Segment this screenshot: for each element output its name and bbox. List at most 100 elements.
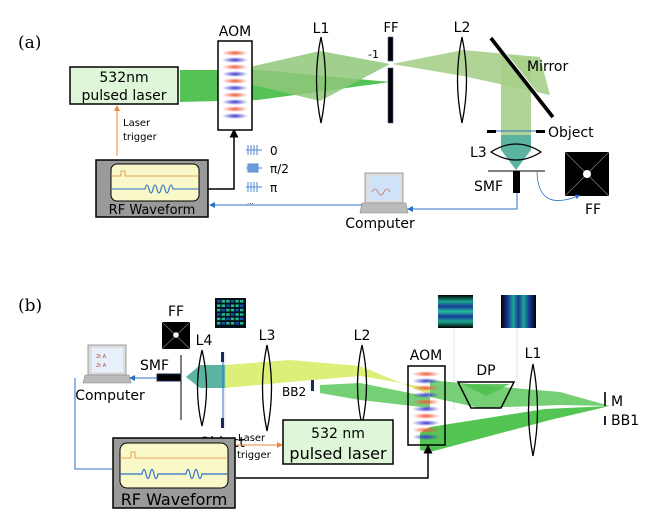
beam-block-2-label: BB2 (282, 385, 306, 399)
panel-a-laser: 532nm pulsed laser (69, 66, 179, 105)
lens-l2-label: L2 (354, 328, 371, 344)
laser-trigger-line1: Laser (123, 118, 151, 129)
beam-laser-in (420, 406, 610, 452)
panel-b-laser: 532 nm pulsed laser (282, 419, 394, 465)
object-pattern-cell (230, 313, 235, 316)
lens-l3-label: L3 (259, 328, 276, 344)
object-pattern-cell (240, 322, 244, 325)
aom-grating-band (412, 392, 440, 398)
object-pattern-cell (217, 317, 221, 321)
smf-fiber (156, 373, 182, 382)
object-pattern-cell (240, 304, 244, 307)
object-pattern-cell (226, 322, 230, 325)
phase-more: ... (247, 198, 254, 206)
object-pattern-cell (230, 317, 235, 321)
object-pattern-cell (240, 308, 244, 312)
lens-l3 (261, 344, 273, 432)
smf-label: SMF (140, 358, 169, 374)
aom-grating-band (412, 420, 440, 426)
phase-list: 0 π/2 π ... (246, 144, 289, 206)
object-pattern-image (215, 298, 246, 328)
panel-b: (b) AOM DP L1 M (18, 295, 639, 509)
panel-b-aom: AOM (407, 348, 446, 446)
svg-text:2t A: 2t A (96, 363, 107, 369)
aom-grating-band (412, 434, 440, 440)
aom-grating-band (222, 85, 248, 91)
beam-focus (501, 135, 531, 170)
smf-fiber (513, 171, 520, 193)
object-pattern-cell (221, 313, 225, 316)
object-pattern-cell (217, 304, 221, 307)
lens-l1 (527, 363, 539, 457)
computer-icon (359, 172, 409, 214)
laser-trigger-line2: trigger (237, 450, 272, 461)
aom-label: AOM (410, 348, 442, 364)
panel-b-rf-waveform: RF Waveform (112, 437, 236, 509)
object-pattern-cell (217, 313, 221, 316)
object-pattern-cell (240, 300, 244, 303)
fourier-filter-top (387, 36, 394, 62)
aom-grating-band (222, 50, 248, 56)
aom-grating-band (412, 371, 440, 377)
ff-mask-label: FF (585, 202, 601, 218)
smf-to-ff-arrow (536, 171, 581, 201)
object-pattern-cell (221, 322, 225, 325)
object-pattern-cell (235, 317, 239, 321)
panel-a-rf-waveform: RF Waveform (95, 159, 209, 218)
svg-text:2t A: 2t A (96, 354, 107, 360)
laser-line2: pulsed laser (81, 88, 166, 104)
computer-icon: 2t A 2t A (82, 344, 132, 384)
ff-mask-icon (564, 151, 610, 197)
beam-block-2 (311, 380, 314, 391)
aom-grating-band (412, 413, 440, 419)
object-pattern-cell (226, 313, 230, 316)
object-pattern-cell (235, 300, 239, 303)
fourier-filter-label: FF (384, 21, 399, 36)
object-pattern-cell (226, 300, 230, 303)
lens-l3-label: L3 (470, 145, 487, 161)
object-pattern-cell (230, 304, 235, 307)
beam-green-return (320, 383, 430, 408)
object-pattern-cell (226, 304, 230, 307)
ff-mask-label: FF (168, 304, 184, 320)
mirror-label: Mirror (527, 59, 568, 75)
object-pattern-cell (240, 313, 244, 316)
lens-l4 (196, 349, 208, 427)
mirror-m-label: M (611, 394, 623, 410)
aom-grating-band (412, 427, 440, 433)
beam-block-1-label: BB1 (611, 413, 639, 429)
laser-line1: 532 nm (311, 426, 365, 442)
computer-to-rf-line (74, 378, 112, 470)
lens-l4-label: L4 (196, 333, 213, 349)
computer-label: Computer (345, 216, 415, 232)
laser-trigger-line2: trigger (123, 132, 158, 143)
dove-prism-label: DP (476, 363, 495, 379)
object-pattern-cell (235, 304, 239, 307)
laser-line2: pulsed laser (289, 444, 387, 463)
laser-trigger-line1: Laser (238, 433, 266, 444)
lens-l2 (456, 36, 468, 124)
object-pattern-cell (240, 317, 244, 321)
panel-a-aom: AOM (217, 24, 253, 131)
object-pattern-cell (230, 308, 235, 312)
object-pattern-cell (235, 322, 239, 325)
object-pattern-cell (226, 308, 230, 312)
aom-grating-band (412, 385, 440, 391)
object-pattern-cell (221, 300, 225, 303)
beam-block-1 (604, 416, 606, 425)
rf-to-aom-line (236, 444, 433, 479)
object-pattern-cell (235, 313, 239, 316)
mirror (489, 36, 555, 119)
aom-grating-band (222, 92, 248, 98)
phase-pi-half: π/2 (270, 162, 289, 176)
diffraction-order-label: -1 (368, 48, 379, 61)
phase-pi: π (270, 181, 277, 195)
lens-l3 (489, 143, 543, 161)
panel-b-label: (b) (18, 296, 42, 316)
beam-yellow (225, 360, 430, 395)
object-pattern-cell (217, 300, 221, 303)
beam-first-order (245, 51, 390, 101)
aom-grating-band (222, 78, 248, 84)
mirror-m (604, 392, 606, 406)
